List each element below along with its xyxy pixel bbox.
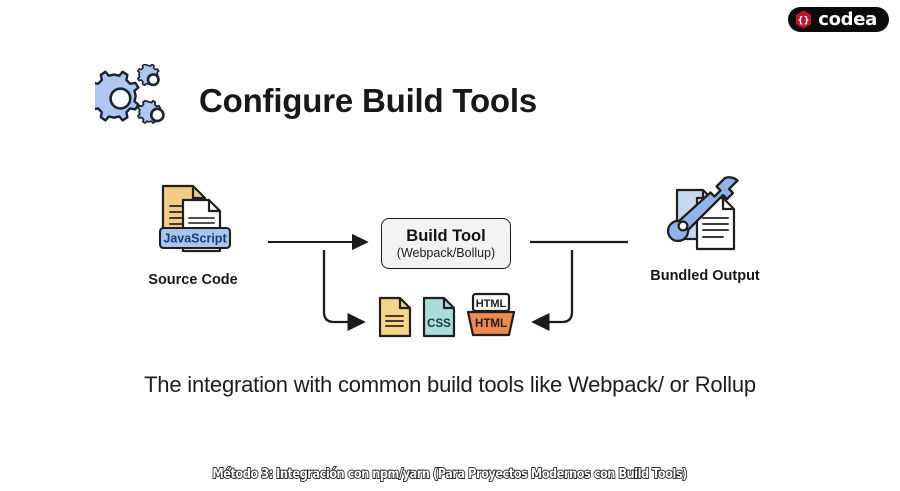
output-to-files-arrow xyxy=(531,250,574,331)
source-code-icon-wrap: JavaScript xyxy=(118,182,268,264)
html-file-label-bottom: HTML xyxy=(475,318,507,330)
diagram-connectors xyxy=(268,233,628,331)
html-file-label-top: HTML xyxy=(476,298,507,310)
brand-name: codea xyxy=(818,8,877,30)
diagram-caption: The integration with common build tools … xyxy=(144,372,756,397)
javascript-badge xyxy=(158,226,232,250)
build-tool-title: Build Tool xyxy=(406,226,486,245)
footer-caption-bar: Método 3: Integración con npm/yarn (Para… xyxy=(0,465,900,483)
build-tool-subtitle: (Webpack/Bollup) xyxy=(396,245,496,260)
hexagon-braces-icon: {} xyxy=(796,10,812,29)
javascript-badge-label: JavaScript xyxy=(163,232,227,246)
generic-file-icon xyxy=(378,296,412,338)
javascript-document-icon: JavaScript xyxy=(158,184,232,253)
svg-text:{}: {} xyxy=(798,16,810,26)
output-file-icons: CSS HTML HTML xyxy=(378,292,516,338)
brand-logo: {} codea xyxy=(788,7,889,32)
wrench-icon xyxy=(666,176,739,243)
css-file-label: CSS xyxy=(427,318,451,330)
bundled-output-icon-wrap xyxy=(630,176,780,260)
build-tool-box[interactable]: Build Tool (Webpack/Bollup) xyxy=(381,218,511,269)
node-bundled-output: Bundled Output xyxy=(630,176,780,284)
gears-icon xyxy=(95,64,165,124)
css-file-icon: CSS xyxy=(422,296,456,338)
html-file-icon: HTML HTML xyxy=(466,292,516,337)
page-title-row: Configure Build Tools xyxy=(95,64,537,138)
source-code-label: Source Code xyxy=(148,272,238,288)
wrench-document-icon xyxy=(666,176,739,251)
node-source-code: JavaScript Source Code xyxy=(118,182,268,288)
footer-caption: Método 3: Integración con npm/yarn (Para… xyxy=(212,466,689,483)
page-title: Configure Build Tools xyxy=(199,82,537,119)
buildtool-to-files-arrow xyxy=(322,250,366,331)
build-pipeline-diagram: JavaScript Source Code Build Tool (Webpa… xyxy=(0,170,900,360)
bundled-output-label: Bundled Output xyxy=(650,268,760,284)
